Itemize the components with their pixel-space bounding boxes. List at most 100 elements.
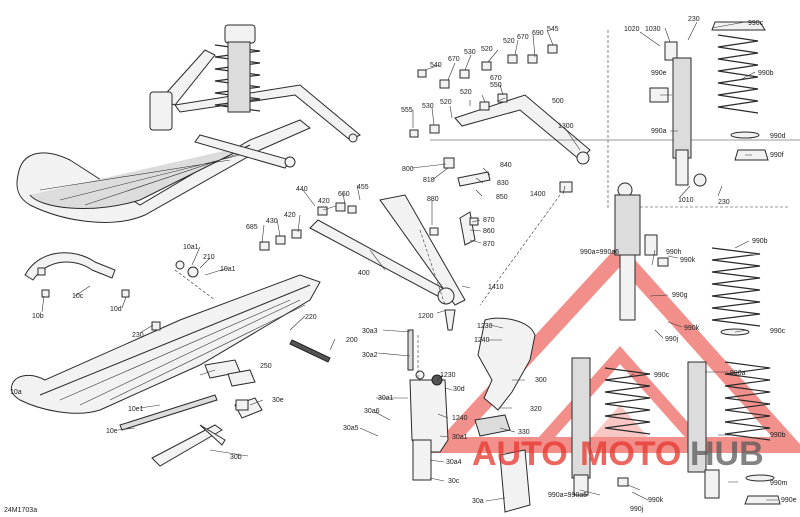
callout: 990j xyxy=(665,336,679,343)
callout: 520 xyxy=(503,38,515,45)
callout: 30e xyxy=(272,397,284,404)
callout: 30a4 xyxy=(446,459,462,466)
callout: 545 xyxy=(547,26,559,33)
callout: 850 xyxy=(496,194,508,201)
callout: 810 xyxy=(423,177,435,184)
callout: 840 xyxy=(500,162,512,169)
callout: 30b xyxy=(230,454,242,461)
spindle-assembly xyxy=(407,317,536,513)
callout: 220 xyxy=(305,314,317,321)
callout: 520 xyxy=(460,89,472,96)
callout: 10c xyxy=(72,293,84,300)
callout: 990a xyxy=(730,370,746,377)
callout: 30a1 xyxy=(452,434,468,441)
radius-rod-and-arm xyxy=(309,194,466,331)
callout-labels: 1020 1030 230 990c 990b 990e 990a 990d 9… xyxy=(4,16,797,514)
callout: 990a=990a5 xyxy=(548,492,587,499)
ski-assembly-top xyxy=(16,24,361,223)
watermark-word-1: AUTO xyxy=(472,435,568,473)
assembly-guide-lines xyxy=(174,194,561,380)
callout: 540 xyxy=(430,62,442,69)
callout: 30a1 xyxy=(378,395,394,402)
callout: 440 xyxy=(296,186,308,193)
callout: 530 xyxy=(464,49,476,56)
callout: 530 xyxy=(422,103,434,110)
callout: 330 xyxy=(518,429,530,436)
callout: 230 xyxy=(718,199,730,206)
callout: 520 xyxy=(440,99,452,106)
callout: 300 xyxy=(535,377,547,384)
callout: 1300 xyxy=(558,123,574,130)
callout: 990c xyxy=(654,372,670,379)
callout: 555 xyxy=(401,107,413,114)
callout: 30a xyxy=(472,498,484,505)
callout: 990e xyxy=(651,70,667,77)
callout: 1230 xyxy=(477,323,493,330)
callout: 1400 xyxy=(530,191,546,198)
callout: 990b xyxy=(752,238,768,245)
callout: 430 xyxy=(266,218,278,225)
callout: 1410 xyxy=(488,284,504,291)
callout: 230 xyxy=(688,16,700,23)
callout: 400 xyxy=(358,270,370,277)
callout: 990b xyxy=(758,70,774,77)
callout: 990g xyxy=(672,292,688,299)
callout: 1020 xyxy=(624,26,640,33)
callout: 670 xyxy=(517,34,529,41)
watermark-word-2: MOTO xyxy=(580,435,681,473)
callout: 990b xyxy=(770,432,786,439)
callout: 10d xyxy=(110,306,122,313)
callout: 10a1 xyxy=(220,266,236,273)
callout: 990j xyxy=(630,506,644,513)
callout: 30a6 xyxy=(364,408,380,415)
callout: 990f xyxy=(770,152,784,159)
callout: 660 xyxy=(338,191,350,198)
callout: 990k xyxy=(648,497,664,504)
callout: 990a=990a6 xyxy=(580,249,619,256)
callout: 690 xyxy=(532,30,544,37)
callout: 1200 xyxy=(418,313,434,320)
callout: 200 xyxy=(346,337,358,344)
callout: 30a3 xyxy=(362,328,378,335)
callout: 990c xyxy=(748,20,764,27)
callout: 1240 xyxy=(474,337,490,344)
callout: 990h xyxy=(666,249,682,256)
callout: 30d xyxy=(453,386,465,393)
callout: 830 xyxy=(497,180,509,187)
callout: 1230 xyxy=(440,372,456,379)
callout: 210 xyxy=(203,254,215,261)
callout: 990e xyxy=(781,497,797,504)
shock-mid-right xyxy=(614,182,761,336)
callout: 420 xyxy=(318,198,330,205)
shock-lower-right xyxy=(571,357,781,505)
callout: 30a2 xyxy=(362,352,378,359)
callout: 685 xyxy=(246,224,258,231)
callout: 230 xyxy=(132,332,144,339)
callout: 455 xyxy=(357,184,369,191)
callout: 30a5 xyxy=(343,425,359,432)
callout: 990k xyxy=(680,257,696,264)
callout: 1010 xyxy=(678,197,694,204)
callout: 990k xyxy=(684,325,700,332)
watermark-wordmark: AUTO MOTO HUB xyxy=(472,435,764,473)
leader-lines xyxy=(41,21,778,502)
callout: 860 xyxy=(483,228,495,235)
shock-top-right xyxy=(607,21,790,210)
callout: 670 xyxy=(490,75,502,82)
callout: 250 xyxy=(260,363,272,370)
callout: 990a xyxy=(651,128,667,135)
callout: 500 xyxy=(552,98,564,105)
callout: 10e xyxy=(106,428,118,435)
upper-a-arm xyxy=(430,94,800,165)
callout: 870 xyxy=(483,217,495,224)
callout: 550 xyxy=(490,82,502,89)
callout: 990c xyxy=(770,328,786,335)
callout: 800 xyxy=(402,166,414,173)
callout: 1240 xyxy=(452,415,468,422)
callout: 990m xyxy=(770,480,788,487)
callout: 10a1 xyxy=(183,244,199,251)
callout: 990d xyxy=(770,133,786,140)
ski-lower xyxy=(10,252,331,467)
callout: 30c xyxy=(448,478,460,485)
